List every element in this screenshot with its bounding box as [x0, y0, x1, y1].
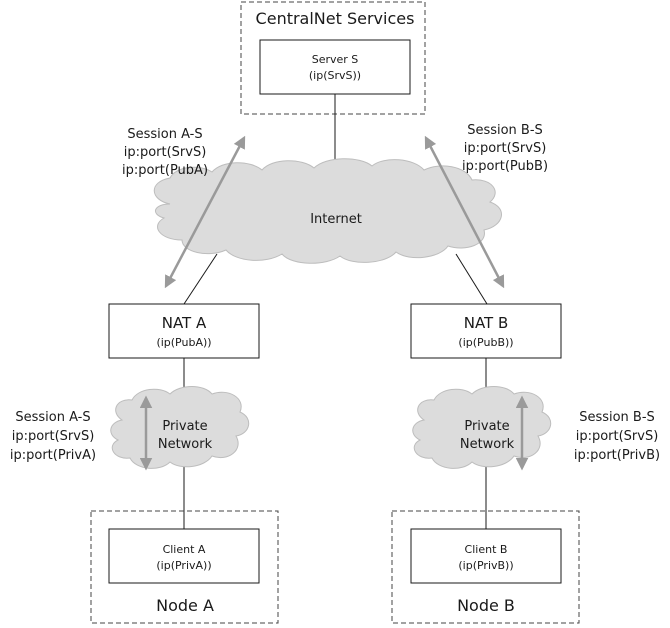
session-as-public-title: Session A-S	[127, 127, 202, 142]
server-name: Server S	[312, 53, 359, 66]
session-as-private-line2: ip:port(PrivA)	[10, 448, 96, 463]
client-b-ip: (ip(PrivB))	[458, 559, 513, 572]
session-as-public-line1: ip:port(SrvS)	[124, 145, 207, 160]
session-as-public-arrow	[164, 135, 246, 289]
node-b-group-border	[391, 510, 580, 624]
services-group-label: CentralNet Services	[256, 9, 415, 28]
session-bs-private-line2: ip:port(PrivB)	[574, 448, 660, 463]
session-as-private-line1: ip:port(SrvS)	[12, 429, 95, 444]
private-network-b-line2: Network	[460, 437, 515, 452]
nat-a-name: NAT A	[162, 314, 207, 332]
server-box	[259, 39, 411, 95]
nat-a-ip: (ip(PubA))	[156, 336, 211, 349]
internet-label: Internet	[310, 212, 362, 227]
client-a-ip: (ip(PrivA))	[156, 559, 211, 572]
client-a-box	[108, 528, 260, 584]
session-bs-private-title: Session B-S	[579, 410, 655, 425]
services-group-border	[240, 1, 426, 115]
private-network-a-line1: Private	[162, 419, 207, 434]
nat-b-name: NAT B	[464, 314, 509, 332]
node-a-label: Node A	[156, 596, 214, 615]
session-bs-public-arrow	[424, 135, 505, 289]
client-b-box	[410, 528, 562, 584]
node-a-group-border	[90, 510, 279, 624]
session-bs-private-line1: ip:port(SrvS)	[576, 429, 659, 444]
client-a-name: Client A	[163, 543, 206, 556]
client-b-name: Client B	[465, 543, 508, 556]
session-as-public-line2: ip:port(PubA)	[122, 163, 208, 178]
nat-b-ip: (ip(PubB))	[458, 336, 513, 349]
session-bs-public-line2: ip:port(PubB)	[462, 159, 548, 174]
link-internet-nat-a	[183, 253, 218, 305]
nat-b-box	[410, 303, 562, 359]
node-b-label: Node B	[457, 596, 515, 615]
session-as-private-title: Session A-S	[15, 410, 90, 425]
link-internet-nat-b	[455, 253, 488, 305]
session-bs-public-title: Session B-S	[467, 123, 543, 138]
private-network-b-line1: Private	[464, 419, 509, 434]
private-network-a-line2: Network	[158, 437, 213, 452]
session-bs-public-line1: ip:port(SrvS)	[464, 141, 547, 156]
server-ip: (ip(SrvS))	[309, 69, 361, 82]
